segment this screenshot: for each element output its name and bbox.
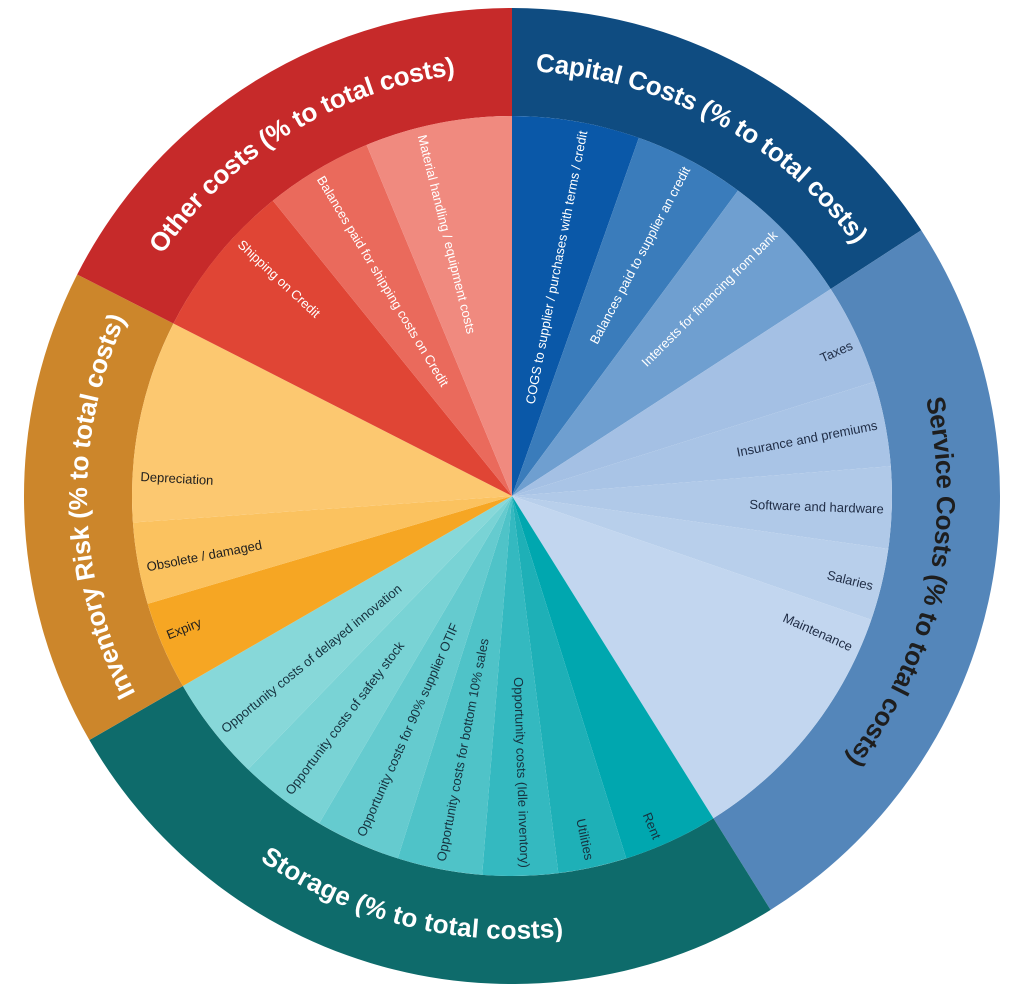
service-ring-segment <box>713 230 1000 910</box>
storage-slice-5 <box>319 496 512 859</box>
service-slice-4 <box>512 496 889 620</box>
service-slice-1 <box>512 289 875 496</box>
storage-item-label: Opportunity costs (Idle inventory) <box>511 677 533 868</box>
inventory-slice-2 <box>132 496 512 604</box>
storage-ring-segment <box>89 686 771 984</box>
service-slice-2 <box>512 381 891 496</box>
other-slice-1 <box>173 200 512 496</box>
service-slice-5 <box>512 496 872 819</box>
other-ring-segment <box>77 8 513 324</box>
inventory-slice-3 <box>132 323 512 523</box>
storage-slice-1 <box>512 496 714 859</box>
capital-slice-1 <box>512 116 639 496</box>
capital-slice-3 <box>512 190 831 496</box>
other-slice-2 <box>272 144 512 496</box>
storage-slice-4 <box>397 496 512 875</box>
inventory-slice-1 <box>147 496 512 686</box>
inventory-ring-segment <box>23 274 183 740</box>
inventory-item-label: Depreciation <box>140 469 214 488</box>
inner-slices <box>132 116 893 877</box>
other-slice-3 <box>366 116 512 496</box>
storage-slice-7 <box>182 496 512 770</box>
storage-slice-2 <box>512 496 627 874</box>
service-slice-3 <box>512 466 893 549</box>
capital-ring-segment <box>512 8 922 290</box>
capital-slice-2 <box>512 137 739 496</box>
storage-slice-3 <box>482 496 559 877</box>
storage-slice-6 <box>248 496 512 824</box>
outer-ring <box>23 8 1000 984</box>
service-item-label: Software and hardware <box>749 497 884 517</box>
